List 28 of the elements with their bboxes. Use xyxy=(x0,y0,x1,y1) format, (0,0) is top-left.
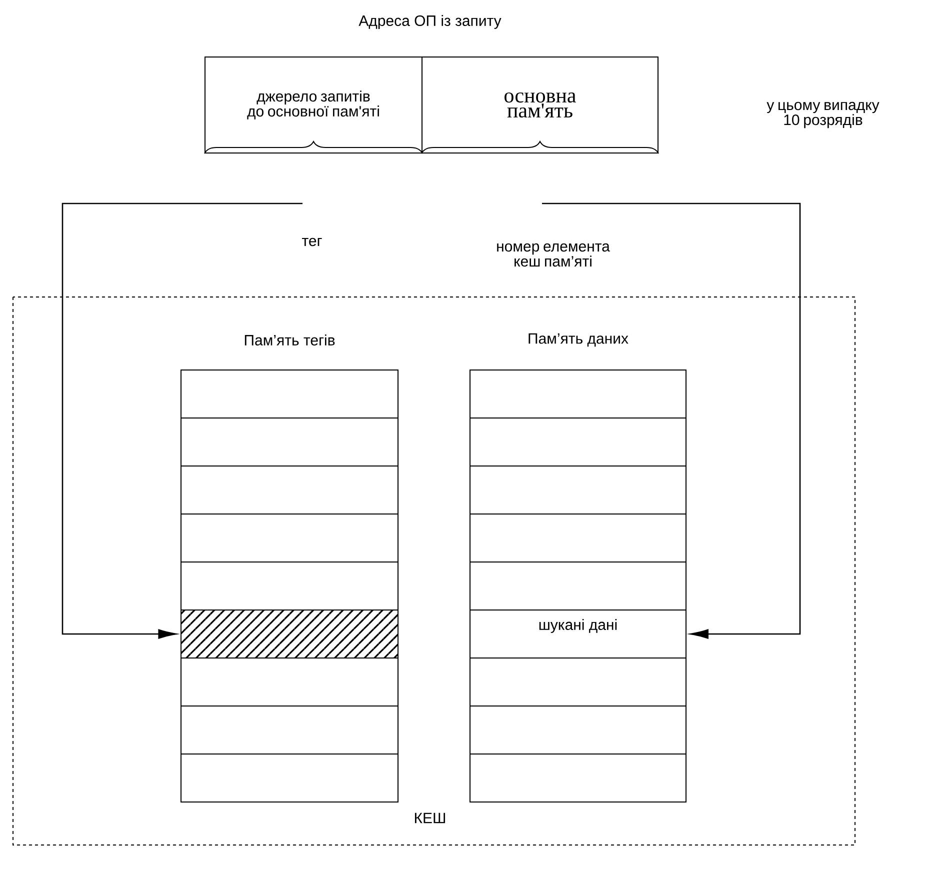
memory-cell xyxy=(470,562,686,610)
memory-cell xyxy=(180,466,398,514)
arrow xyxy=(62,202,302,639)
memory-cell xyxy=(470,514,686,562)
memory-cell xyxy=(470,754,686,802)
memory-cell xyxy=(470,658,686,706)
annotation: номер елемента кеш пам’яті xyxy=(497,243,610,267)
node-label: Пам’ять тегів xyxy=(244,334,335,346)
memory-cell xyxy=(470,706,686,754)
memory-cell xyxy=(470,418,686,466)
memory-cell xyxy=(180,562,398,610)
node-label: Пам’ять даних xyxy=(528,333,628,347)
hatched-cell xyxy=(180,610,398,658)
memory-cell xyxy=(470,370,686,418)
memory-cell xyxy=(180,514,398,562)
address-field: джерело запитів до основної пам'яті xyxy=(204,56,422,154)
memory-cell xyxy=(180,418,398,466)
memory-cell xyxy=(180,754,398,802)
annotation: у цьому випадку 10 розрядів xyxy=(766,102,880,128)
memory-cell xyxy=(470,466,686,514)
arrow xyxy=(542,202,801,639)
memory-cell xyxy=(180,370,398,418)
address-field: основна пам'ять xyxy=(422,56,658,154)
heading: Адреса ОП із запиту xyxy=(358,15,502,29)
memory-cell: шукані дані xyxy=(470,610,686,658)
memory-cell xyxy=(180,658,398,706)
annotation: тег xyxy=(302,238,322,246)
memory-cell xyxy=(180,706,398,754)
